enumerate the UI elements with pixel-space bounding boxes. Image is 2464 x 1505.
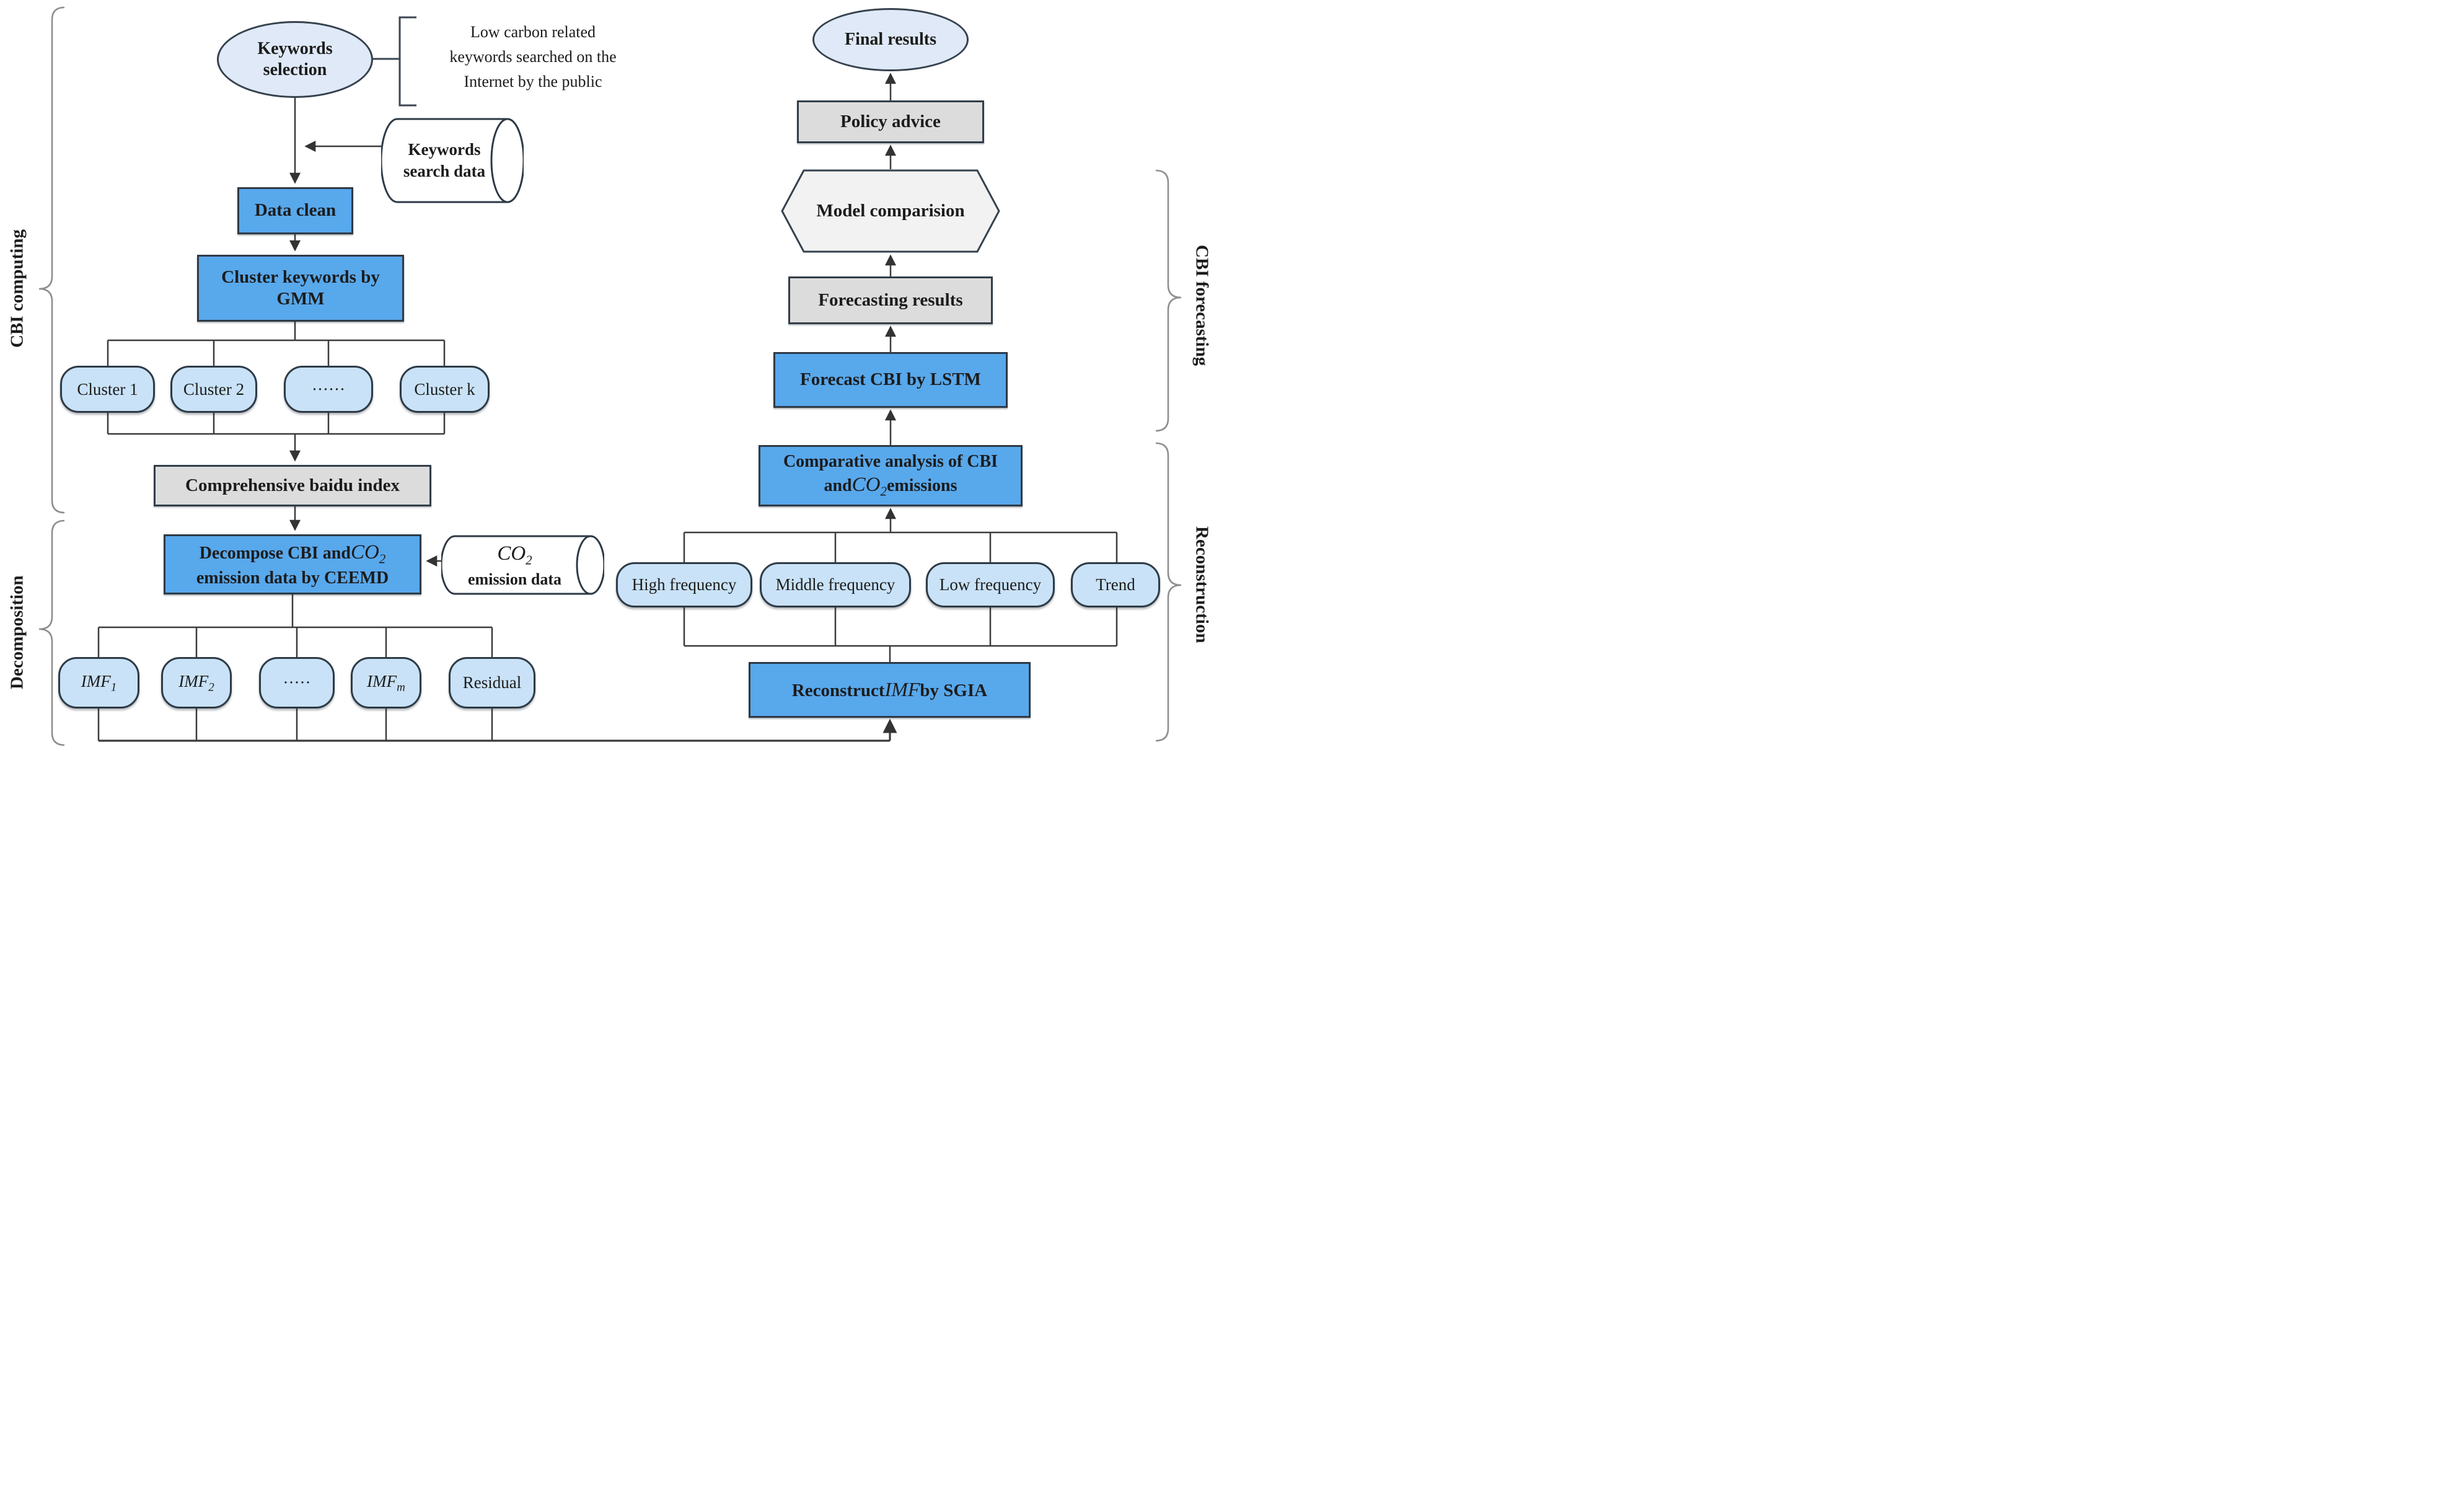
node-cluster-dots: ······ <box>284 366 373 413</box>
node-imf-dots: ····· <box>259 657 335 708</box>
cylinder-shape <box>381 118 524 203</box>
annotation-note: Low carbon related keywords searched on … <box>409 20 657 94</box>
flow-connectors <box>97 73 1118 742</box>
node-cluster-k: Cluster k <box>400 366 490 413</box>
brace-cbi-forecasting <box>1155 169 1182 432</box>
node-forecast-cbi-lstm: Forecast CBI by LSTM <box>773 352 1008 408</box>
keywords-search-data-line: search data <box>403 162 486 180</box>
node-cluster-1: Cluster 1 <box>60 366 155 413</box>
node-policy-advice: Policy advice <box>797 100 984 143</box>
co2-symbol: CO2 <box>851 474 887 500</box>
co2-symbol: CO2 <box>497 542 532 568</box>
hexagon-shape <box>781 169 1000 253</box>
node-low-frequency: Low frequency <box>926 562 1055 607</box>
annotation-note-line: Internet by the public <box>464 73 602 90</box>
node-decompose-ceemd: Decompose CBI and CO2 emission data by C… <box>164 534 421 594</box>
keywords-search-data-line: Keywords <box>408 139 481 159</box>
cylinder-shape <box>441 535 604 595</box>
brace-decomposition <box>38 519 65 746</box>
comparative-text: emissions <box>886 476 957 496</box>
node-data-clean: Data clean <box>237 187 353 234</box>
node-keywords-search-data: Keywords search data <box>381 117 524 204</box>
brace-cbi-computing <box>38 6 65 514</box>
reconstruct-text: by SGIA <box>920 681 988 701</box>
node-trend: Trend <box>1071 562 1160 607</box>
comparative-text: Comparative analysis of CBI <box>783 452 998 472</box>
brace-reconstruction <box>1155 442 1182 742</box>
node-model-comparison: Model comparision <box>781 169 1000 253</box>
decompose-text: emission data by CEEMD <box>196 568 389 588</box>
node-imf-m: IMFm <box>351 657 421 708</box>
co2-symbol: CO2 <box>350 541 386 567</box>
node-comparative-analysis: Comparative analysis of CBI and CO2 emis… <box>759 445 1023 506</box>
reconstruct-text: Reconstruct <box>791 681 885 701</box>
decompose-text: Decompose CBI and <box>199 544 351 563</box>
gmm-line: GMM <box>276 289 325 309</box>
node-middle-frequency: Middle frequency <box>760 562 911 607</box>
node-final-results: Final results <box>812 8 969 71</box>
comparative-text: and <box>824 476 852 496</box>
node-comprehensive-baidu-index: Comprehensive baidu index <box>154 465 431 506</box>
annotation-bracket <box>373 16 416 107</box>
flowchart-canvas: CBI computing Decomposition CBI forecast… <box>0 0 1232 752</box>
node-high-frequency: High frequency <box>616 562 752 607</box>
node-reconstruct-imf-sgia: Reconstruct IMF by SGIA <box>749 662 1031 718</box>
node-keywords-selection: Keywords selection <box>217 21 373 98</box>
gmm-line: Cluster keywords by <box>221 267 380 287</box>
node-forecasting-results: Forecasting results <box>788 276 993 324</box>
node-cluster-keywords-gmm: Cluster keywords by GMM <box>197 255 404 322</box>
imf-symbol: IMF <box>884 678 920 701</box>
node-co2-emission-data: CO2 emission data <box>441 534 604 596</box>
section-label-cbi-computing: CBI computing <box>7 229 27 348</box>
section-label-decomposition: Decomposition <box>7 575 27 689</box>
co2-cylinder-caption: emission data <box>468 570 561 588</box>
node-imf-1: IMF1 <box>58 657 139 708</box>
section-label-reconstruction: Reconstruction <box>1192 526 1212 643</box>
node-residual: Residual <box>449 657 535 708</box>
node-cluster-2: Cluster 2 <box>170 366 257 413</box>
annotation-note-line: keywords searched on the <box>449 48 617 66</box>
connector-lines <box>38 6 1182 746</box>
section-label-cbi-forecasting: CBI forecasting <box>1192 245 1212 366</box>
node-imf-2: IMF2 <box>161 657 232 708</box>
annotation-note-line: Low carbon related <box>470 23 596 41</box>
model-comparison-label: Model comparision <box>816 200 965 221</box>
